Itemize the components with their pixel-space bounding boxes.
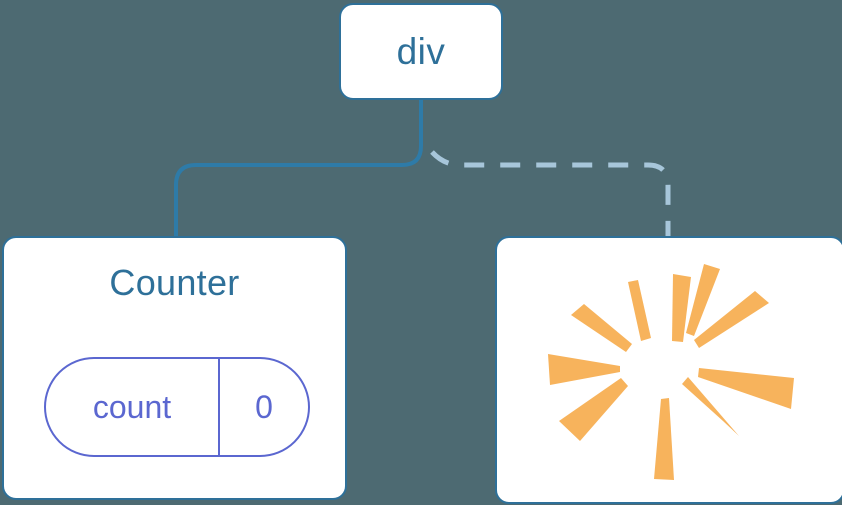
prop-value-label: 0 <box>255 389 273 425</box>
prop-value-cell: 0 <box>220 359 308 455</box>
sparkle-ray <box>559 378 628 441</box>
prop-pill-count[interactable]: count 0 <box>44 357 310 457</box>
sparkle-ray <box>682 377 739 436</box>
prop-key-label: count <box>92 389 172 425</box>
sparkle-ray <box>694 291 769 348</box>
node-div[interactable]: div <box>339 3 503 100</box>
prop-key-cell: count <box>46 359 220 455</box>
sparkle-ray <box>628 280 651 341</box>
edge-div-to-sparkle <box>430 150 671 238</box>
sparkle-ray <box>548 354 620 385</box>
sparkle-ray <box>654 398 674 480</box>
node-counter-title: Counter <box>109 262 240 303</box>
node-sparkle[interactable] <box>495 236 842 504</box>
sparkle-burst-icon <box>548 264 794 480</box>
node-div-label: div <box>396 31 446 72</box>
node-counter[interactable]: Counter count 0 <box>2 236 347 500</box>
sparkle-ray <box>672 274 691 342</box>
edge-div-to-counter <box>174 98 423 240</box>
sparkle-ray <box>698 368 794 409</box>
sparkle-ray <box>686 264 720 336</box>
sparkle-ray <box>571 304 632 352</box>
